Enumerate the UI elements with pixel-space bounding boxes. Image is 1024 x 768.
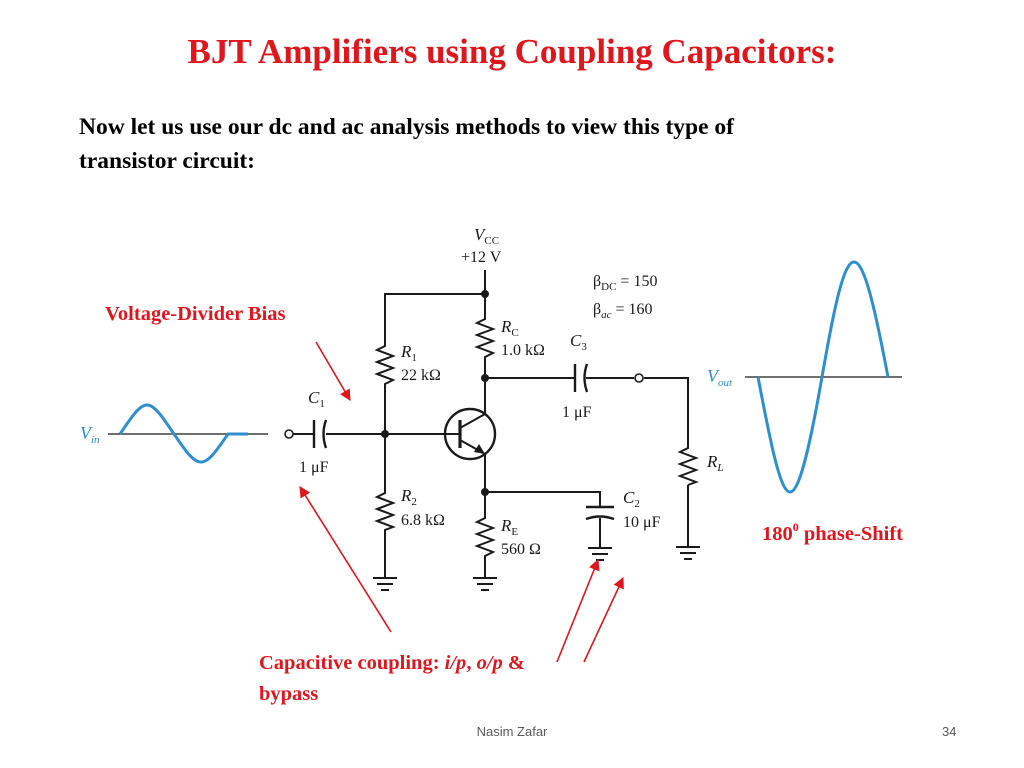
transistor-collector xyxy=(459,412,486,429)
arrow-to-c2 xyxy=(556,558,600,663)
emitter-arrow-icon xyxy=(474,444,485,454)
ground-icon xyxy=(473,577,497,591)
top-rail-wire xyxy=(384,293,485,343)
phase-shift-annotation: 1800 phase-Shift xyxy=(762,520,903,545)
r2-value: 6.8 kΩ xyxy=(401,512,445,529)
r1-value: 22 kΩ xyxy=(401,367,441,384)
bypass-annotation: bypass xyxy=(259,683,318,705)
rl-label: RL xyxy=(706,452,724,474)
vcc-label: VCC xyxy=(474,225,499,247)
resistor-rl xyxy=(677,445,699,486)
c1-label: C1 xyxy=(308,388,325,410)
intro-line-2: transistor circuit: xyxy=(79,148,255,174)
resistor-re xyxy=(474,515,496,560)
slide-title: BJT Amplifiers using Coupling Capacitors… xyxy=(187,32,837,71)
arrow-to-voltage-divider xyxy=(315,341,351,401)
arrow-to-c2-secondary xyxy=(583,576,624,663)
resistor-r1 xyxy=(374,343,396,388)
re-value: 560 Ω xyxy=(501,541,541,558)
capacitor-c1 xyxy=(312,419,328,449)
rc-label: RC xyxy=(500,317,519,339)
input-terminal xyxy=(284,429,294,439)
intro-text: Now let us use our dc and ac analysis me… xyxy=(79,110,899,178)
output-waveform xyxy=(745,260,902,494)
page-number: 34 xyxy=(942,724,957,739)
footer-author: Nasim Zafar xyxy=(476,724,548,739)
transistor-envelope xyxy=(443,407,497,461)
c2-label: C2 xyxy=(623,488,640,510)
ground-icon xyxy=(676,546,700,560)
npn-transistor xyxy=(443,407,497,461)
arrow-to-c1 xyxy=(299,486,392,633)
rl-top-wire xyxy=(644,377,689,445)
c2-value: 10 μF xyxy=(623,514,661,531)
junction-dot xyxy=(481,290,489,298)
r1-label: R1 xyxy=(400,342,417,364)
junction-dot xyxy=(381,430,389,438)
resistor-rc xyxy=(474,316,496,360)
vin-label: Vin xyxy=(80,423,100,446)
c1-value: 1 μF xyxy=(299,459,329,476)
capacitor-c3 xyxy=(573,363,589,393)
junction-dot xyxy=(481,374,489,382)
c3-value: 1 μF xyxy=(562,404,592,421)
intro-line-1: Now let us use our dc and ac analysis me… xyxy=(79,114,734,140)
vout-label: Vout xyxy=(707,366,733,389)
input-waveform xyxy=(108,403,268,464)
beta-ac-label: βac = 160 xyxy=(593,301,653,321)
ground-icon xyxy=(373,577,397,591)
r2-label: R2 xyxy=(400,486,417,508)
capacitive-coupling-annotation: Capacitive coupling: i/p, o/p & xyxy=(259,652,525,674)
junctions xyxy=(381,290,489,496)
junction-dot xyxy=(481,488,489,496)
ground-icon xyxy=(588,547,612,561)
voltage-divider-annotation: Voltage-Divider Bias xyxy=(105,303,286,325)
vcc-value: +12 V xyxy=(461,249,502,266)
output-terminal xyxy=(634,373,644,383)
c2-top-wire xyxy=(485,491,601,507)
capacitor-c2 xyxy=(585,505,615,521)
rc-value: 1.0 kΩ xyxy=(501,342,545,359)
beta-dc-label: βDC = 150 xyxy=(593,273,657,293)
c3-label: C3 xyxy=(570,331,587,353)
terminals xyxy=(284,373,644,439)
re-label: RE xyxy=(500,516,518,538)
resistor-r2 xyxy=(374,490,396,533)
